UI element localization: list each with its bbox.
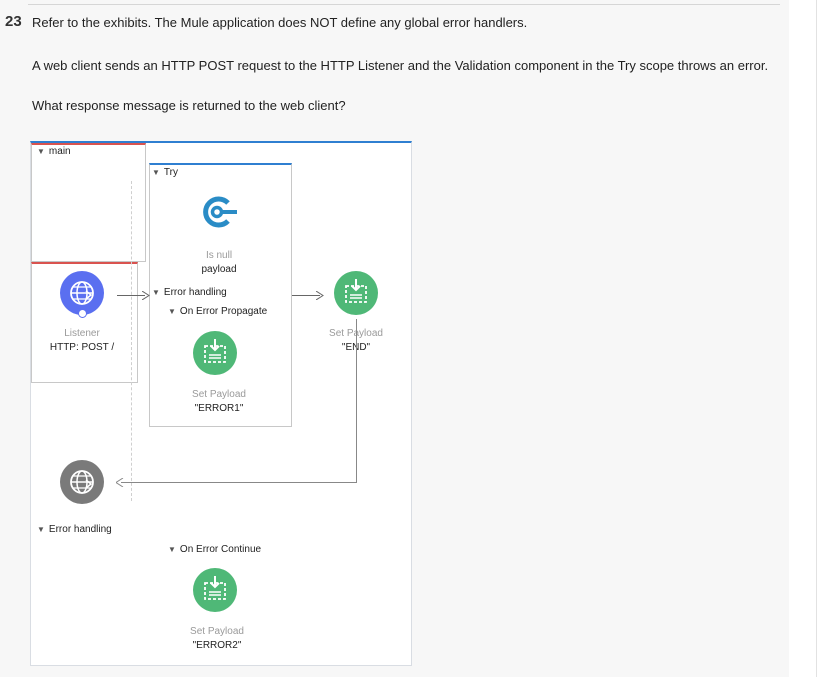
listener-type: Listener (64, 328, 100, 339)
validation-detail: payload (201, 264, 237, 275)
set-payload-end-icon[interactable] (334, 271, 378, 315)
flow-error-handling-label: ▼Error handling (37, 524, 112, 535)
set-payload-error1-type: Set Payload (192, 389, 246, 400)
http-listener-icon[interactable] (60, 271, 104, 315)
arrow-head-icon (316, 291, 324, 300)
return-arrow-head-icon (116, 478, 124, 487)
arrow-try-to-set-payload (292, 295, 320, 296)
on-error-continue-scope[interactable] (31, 262, 138, 383)
listener-detail: HTTP: POST / (49, 342, 115, 353)
return-line-horizontal (121, 482, 357, 483)
validation-type: Is null (205, 250, 233, 261)
dashed-separator (131, 181, 132, 501)
http-response-icon[interactable] (60, 460, 104, 504)
set-payload-error2-detail: "ERROR2" (192, 640, 242, 651)
flow-title: ▼main (37, 146, 71, 157)
validation-icon[interactable] (197, 193, 241, 231)
question-prompt: What response message is returned to the… (32, 98, 346, 113)
on-error-propagate-label: ▼On Error Propagate (168, 306, 268, 317)
question-number: 23 (5, 13, 22, 30)
question-text-line2: A web client sends an HTTP POST request … (32, 58, 769, 73)
set-payload-error1-icon[interactable] (193, 331, 237, 375)
question-text-line1: Refer to the exhibits. The Mule applicat… (32, 15, 528, 30)
set-payload-error2-icon[interactable] (193, 568, 237, 612)
set-payload-error2-type: Set Payload (190, 626, 244, 637)
on-error-continue-label: ▼On Error Continue (168, 544, 262, 555)
exhibit-flow-diagram: ▼main ▼Try Is null payload ▼Error handli… (30, 141, 412, 666)
divider (28, 4, 780, 5)
return-line-vertical (356, 319, 357, 482)
try-error-handling-label: ▼Error handling (152, 287, 227, 298)
arrow-listener-to-try (117, 295, 145, 296)
question-panel: 23 Refer to the exhibits. The Mule appli… (5, 4, 780, 666)
on-error-propagate-scope[interactable] (31, 143, 146, 262)
listener-source-icon (78, 309, 87, 318)
set-payload-error1-detail: "ERROR1" (194, 403, 244, 414)
try-scope-label: ▼Try (152, 167, 178, 178)
page-border (816, 0, 817, 677)
arrow-head-icon (142, 291, 150, 300)
